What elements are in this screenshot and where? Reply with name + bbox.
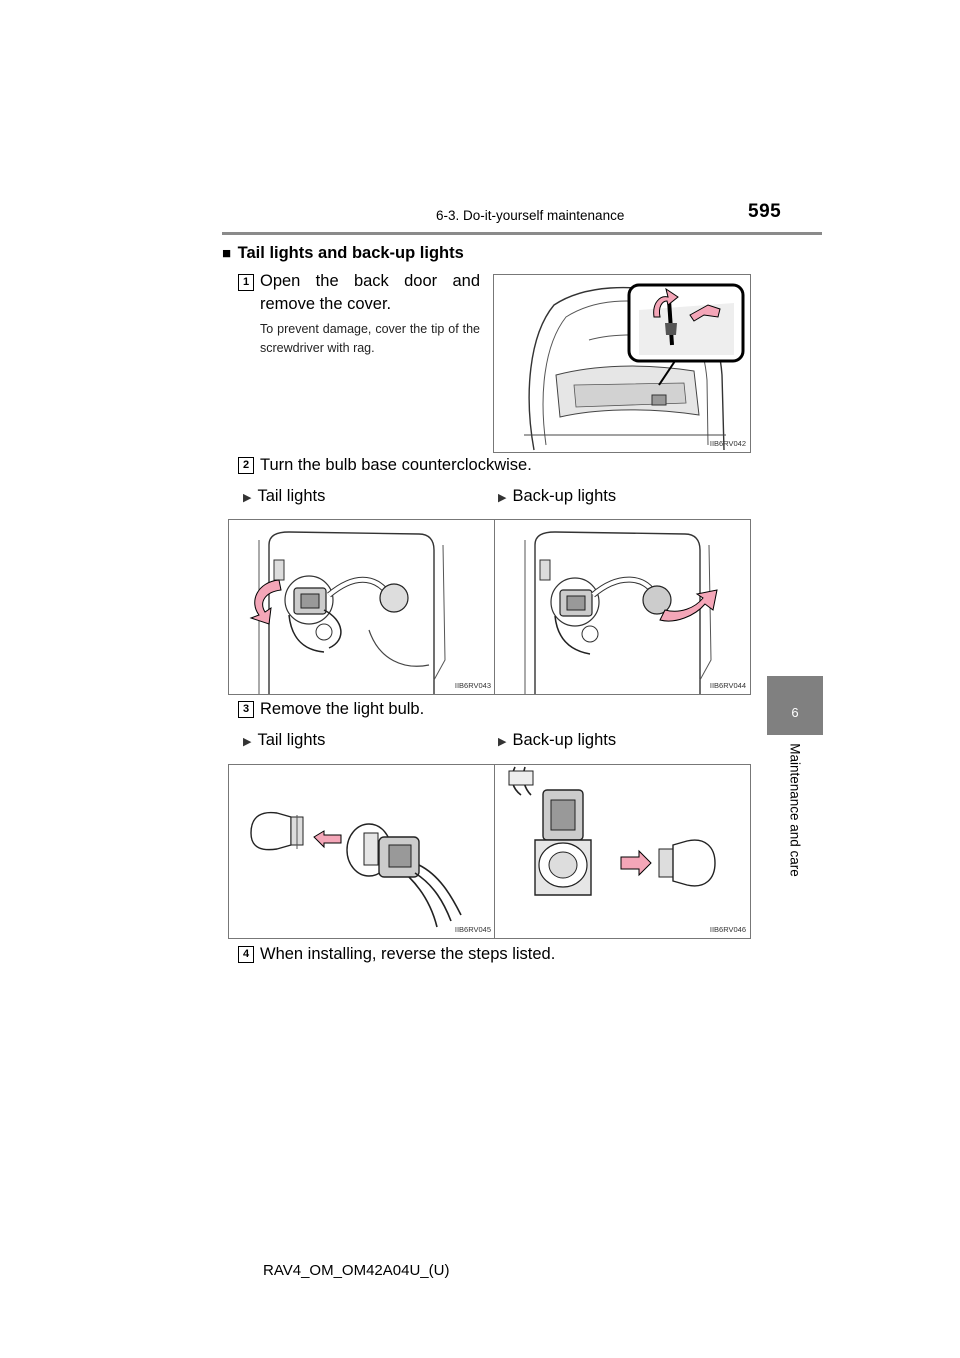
tail-light-bulb-illustration xyxy=(250,811,462,928)
figure-backup-light-socket-turn: IIB6RV044 xyxy=(494,519,751,695)
step-number-3: 3 xyxy=(238,701,254,718)
step-1-text: Open the back door and remove the cover. xyxy=(260,272,480,313)
step-2-text: Turn the bulb base counterclockwise. xyxy=(260,456,532,474)
figure-code: IIB6RV042 xyxy=(709,439,746,448)
backup-light-socket-illustration xyxy=(524,531,718,694)
triangle-marker-icon: ▶ xyxy=(243,492,252,504)
figure-tail-light-socket-turn: IIB6RV043 xyxy=(228,519,496,695)
figure-back-door-cover: IIB6RV042 xyxy=(493,274,751,453)
step-1-note: To prevent damage, cover the tip of the … xyxy=(260,322,480,355)
tail-light-socket-illustration xyxy=(249,531,446,694)
caption-backup-lights: ▶Back-up lights xyxy=(498,731,617,749)
figure-code: IIB6RV044 xyxy=(709,681,746,690)
caption-tail-lights: ▶Tail lights xyxy=(243,731,326,749)
chapter-tab xyxy=(767,676,823,735)
caption-backup-lights: ▶Back-up lights xyxy=(498,487,617,505)
step-4-text: When installing, reverse the steps liste… xyxy=(260,945,556,963)
back-door-illustration xyxy=(524,283,745,451)
triangle-marker-icon: ▶ xyxy=(498,492,507,504)
section-heading: ■ Tail lights and back-up lights xyxy=(222,244,464,263)
step-number-1: 1 xyxy=(238,274,254,291)
step-number-2: 2 xyxy=(238,457,254,474)
section-bullet-icon: ■ xyxy=(222,245,232,262)
chapter-title: Maintenance and care xyxy=(787,743,803,877)
figure-backup-light-bulb-removal: IIB6RV046 xyxy=(494,764,751,939)
header-section-title: 6-3. Do-it-yourself maintenance xyxy=(436,208,625,223)
figure-code: IIB6RV045 xyxy=(454,925,491,934)
figure-code: IIB6RV046 xyxy=(709,925,746,934)
chapter-number: 6 xyxy=(791,705,799,720)
triangle-marker-icon: ▶ xyxy=(498,736,507,748)
step-3-text: Remove the light bulb. xyxy=(260,700,425,718)
header-rule xyxy=(222,232,822,235)
backup-light-bulb-illustration xyxy=(508,766,716,896)
caption-tail-lights: ▶Tail lights xyxy=(243,487,326,505)
section-title: Tail lights and back-up lights xyxy=(237,244,464,262)
footer-document-id: RAV4_OM_OM42A04U_(U) xyxy=(263,1262,450,1279)
step-number-4: 4 xyxy=(238,946,254,963)
triangle-marker-icon: ▶ xyxy=(243,736,252,748)
figure-code: IIB6RV043 xyxy=(454,681,491,690)
page-number: 595 xyxy=(748,201,782,222)
figure-tail-light-bulb-removal: IIB6RV045 xyxy=(228,764,496,939)
